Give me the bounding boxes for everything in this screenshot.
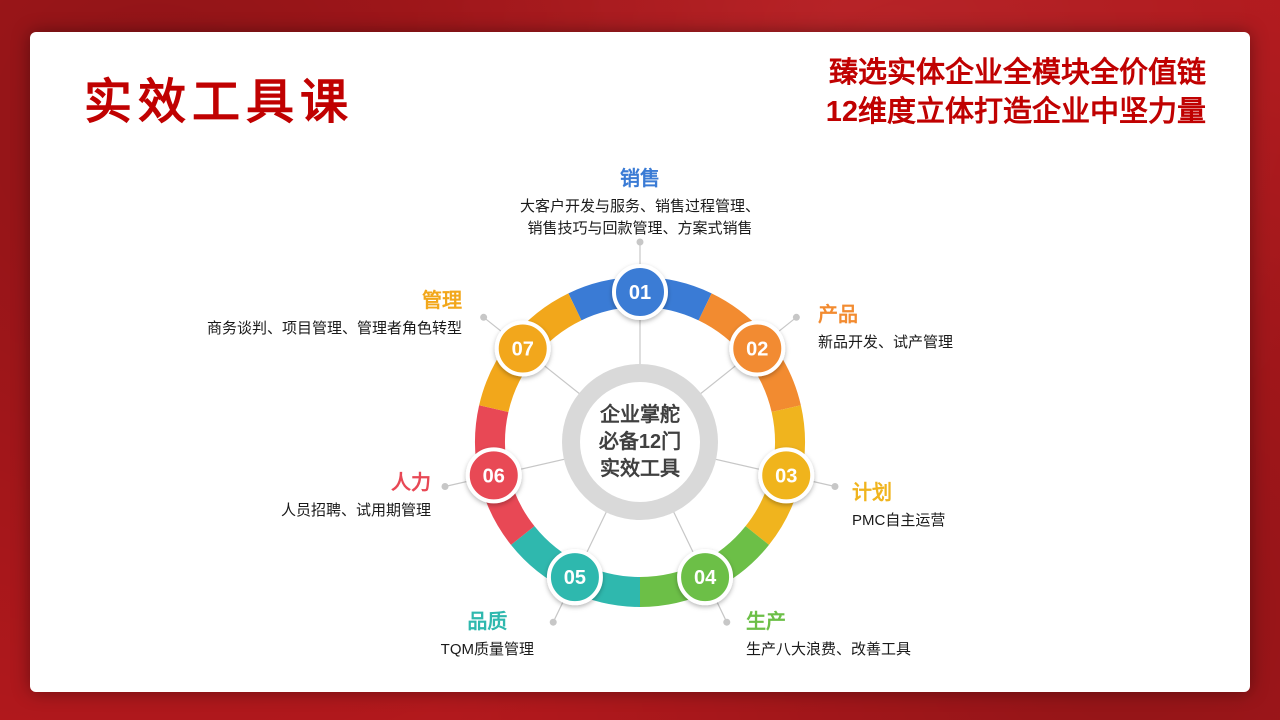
- label-hr-title: 人力: [391, 472, 431, 494]
- label-planning: 计划 PMC自主运营: [852, 476, 945, 532]
- center-text-line-1: 企业掌舵: [600, 404, 680, 426]
- label-sales-title: 销售: [620, 168, 660, 190]
- label-sales-desc: 大客户开发与服务、销售过程管理、 销售技巧与回款管理、方案式销售: [390, 196, 890, 240]
- label-hr: 人力 人员招聘、试用期管理: [281, 466, 431, 522]
- wheel-center-text: 企业掌舵 必备12门 实效工具: [540, 402, 740, 483]
- label-product-desc: 新品开发、试产管理: [818, 334, 954, 351]
- label-planning-desc: PMC自主运营: [852, 512, 946, 529]
- label-planning-title: 计划: [852, 482, 892, 504]
- label-hr-desc: 人员招聘、试用期管理: [280, 502, 431, 519]
- label-quality-title: 品质: [467, 611, 508, 633]
- headline-line-1: 臻选实体企业全模块全价值链: [828, 57, 1206, 89]
- label-sales: 销售 大客户开发与服务、销售过程管理、 销售技巧与回款管理、方案式销售: [390, 162, 890, 240]
- label-management-title: 管理: [422, 290, 462, 312]
- label-production-title: 生产: [746, 611, 786, 633]
- label-quality-desc: TQM质量管理: [440, 641, 534, 658]
- headline: 臻选实体企业全模块全价值链 12维度立体打造企业中坚力量: [826, 54, 1206, 132]
- label-quality: 品质 TQM质量管理: [441, 605, 534, 661]
- center-text-line-2: 必备12门: [598, 431, 682, 453]
- label-production: 生产 生产八大浪费、改善工具: [746, 605, 911, 661]
- label-production-desc: 生产八大浪费、改善工具: [746, 641, 912, 658]
- headline-line-2: 12维度立体打造企业中坚力量: [825, 96, 1206, 128]
- label-product-title: 产品: [818, 304, 858, 326]
- label-sales-desc-line-2: 销售技巧与回款管理、方案式销售: [527, 220, 753, 237]
- center-text-line-3: 实效工具: [600, 458, 680, 480]
- label-management: 管理 商务谈判、项目管理、管理者角色转型: [207, 284, 462, 340]
- label-management-desc: 商务谈判、项目管理、管理者角色转型: [206, 320, 462, 337]
- label-product: 产品 新品开发、试产管理: [818, 298, 953, 354]
- label-sales-desc-line-1: 大客户开发与服务、销售过程管理、: [519, 198, 760, 215]
- slide-title: 实效工具课: [84, 76, 355, 129]
